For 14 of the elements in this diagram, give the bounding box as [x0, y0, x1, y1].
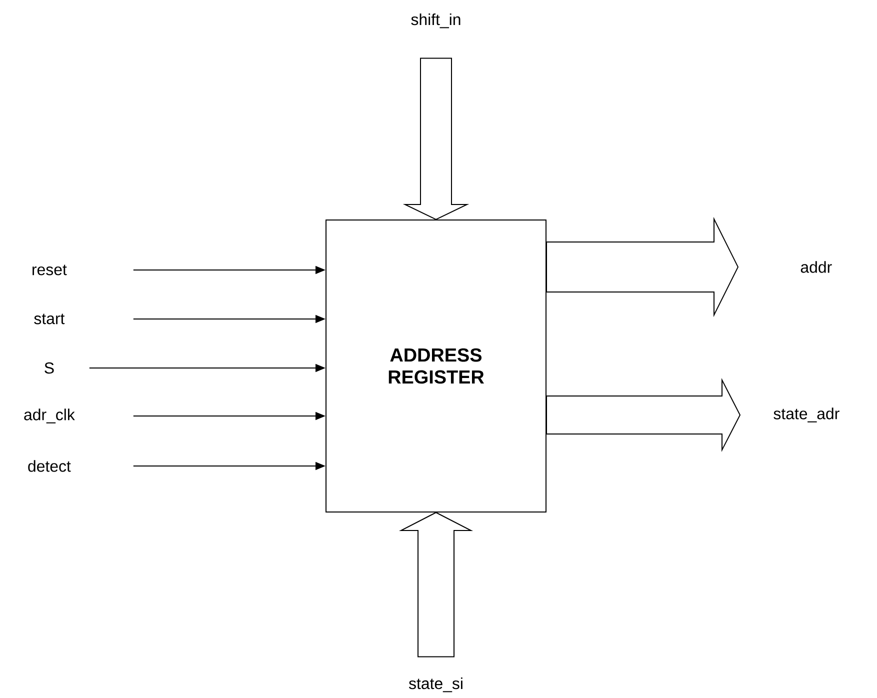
signal-label: state_adr [774, 408, 840, 422]
bus-arrow [546, 216, 739, 318]
bus-arrow [398, 512, 474, 658]
signal-label: start [34, 314, 65, 324]
signal-label: detect [28, 460, 71, 472]
signal-label: S [44, 362, 54, 374]
signal-label: addr [800, 261, 832, 273]
bus-arrow [546, 378, 741, 452]
signal-label: state_si [408, 677, 462, 692]
signal-label: reset [32, 264, 67, 276]
register-block: ADDRESS REGISTER [326, 220, 546, 512]
signal-label: shift_in [411, 13, 460, 28]
signal-label: adr_clk [24, 408, 75, 424]
bus-arrow [402, 58, 470, 220]
